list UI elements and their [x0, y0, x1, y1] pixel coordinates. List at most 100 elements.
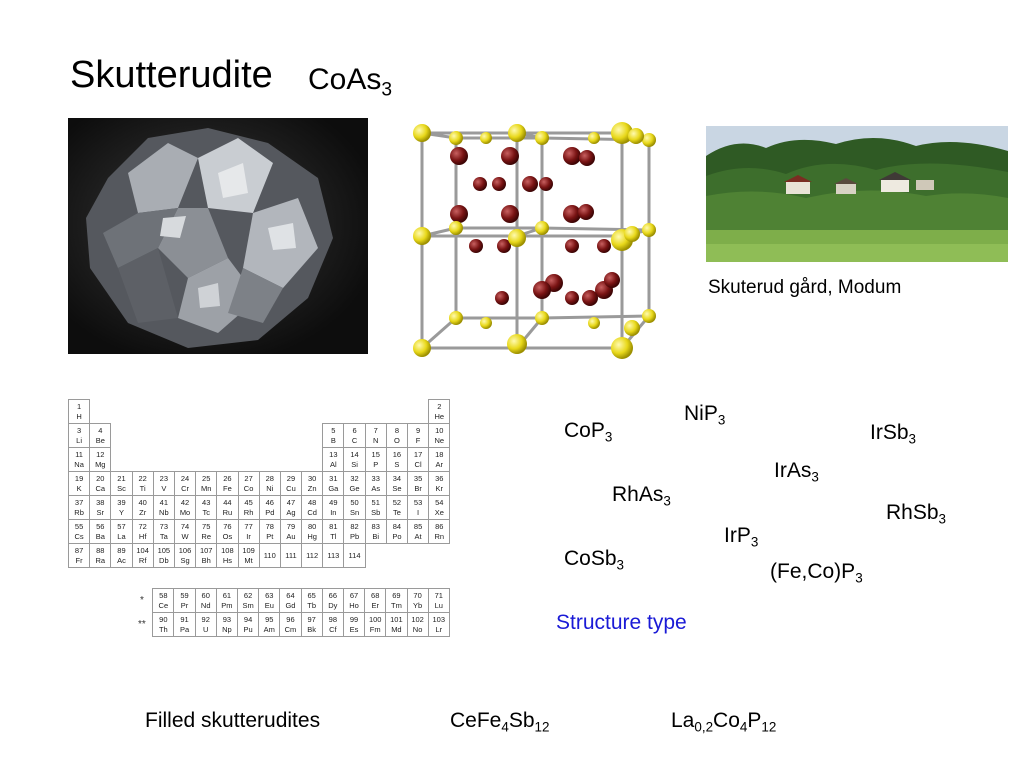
atomic-number: 64	[286, 590, 295, 600]
empty-cell	[386, 400, 407, 424]
element-cell: 110	[258, 543, 281, 568]
atomic-number: 86	[435, 521, 444, 531]
atomic-number: 21	[117, 473, 126, 483]
atomic-number: 34	[392, 473, 402, 483]
atomic-number: 75	[202, 521, 211, 531]
element-symbol: Cd	[307, 507, 317, 517]
element-symbol: Ga	[328, 483, 339, 493]
atomic-number: 14	[350, 449, 359, 459]
element-symbol: Gd	[285, 600, 296, 610]
atomic-number: 2	[437, 401, 442, 411]
element-symbol: Al	[330, 459, 337, 469]
series-marker: *	[139, 595, 144, 606]
atomic-number: 114	[348, 550, 361, 560]
element-symbol: Ce	[158, 600, 169, 610]
formula-la-co4p12: La0,2Co4P12	[671, 708, 776, 734]
atomic-number: 19	[74, 473, 84, 483]
empty-cell	[408, 400, 429, 424]
atomic-number: 29	[286, 473, 296, 483]
series-marker: **	[138, 619, 146, 630]
element-symbol: No	[412, 624, 423, 634]
element-symbol: Mg	[95, 459, 106, 469]
atomic-number: 95	[265, 614, 274, 624]
element-symbol: Au	[286, 531, 296, 541]
element-symbol: S	[394, 459, 400, 469]
atomic-number: 5	[331, 425, 336, 435]
element-symbol: Ca	[95, 483, 106, 493]
element-symbol: Rf	[138, 555, 147, 565]
atomic-number: 101	[390, 614, 403, 624]
empty-cell	[196, 424, 217, 448]
element-symbol: Pm	[221, 600, 233, 610]
empty-cell	[238, 400, 259, 424]
element-symbol: Ir	[246, 531, 251, 541]
element-symbol: Sc	[117, 483, 126, 493]
empty-cell	[429, 544, 450, 568]
atomic-number: 24	[180, 473, 190, 483]
element-symbol: Mt	[244, 555, 253, 565]
empty-cell	[132, 448, 153, 472]
element-symbol: Pu	[243, 624, 253, 634]
formula-part: Co	[713, 709, 740, 732]
atomic-number: 45	[244, 497, 253, 507]
empty-cell	[89, 589, 110, 613]
compound-sub: 3	[938, 511, 947, 527]
atomic-number: 52	[392, 497, 402, 507]
atomic-number: 68	[371, 590, 380, 600]
atomic-number: 1	[77, 401, 82, 411]
compound-nip3: NiP3	[684, 401, 725, 427]
compound-sub: 3	[908, 431, 916, 447]
element-symbol: Cu	[286, 483, 296, 493]
element-symbol: He	[434, 411, 445, 421]
atomic-number: 35	[413, 473, 423, 483]
element-symbol: Cf	[329, 624, 337, 634]
empty-cell	[217, 448, 238, 472]
element-symbol: O	[393, 435, 400, 445]
atomic-number: 17	[413, 449, 423, 459]
element-symbol: Th	[158, 624, 168, 634]
element-symbol: La	[117, 531, 126, 541]
element-symbol: Nd	[200, 600, 211, 610]
formula-part: CeFe	[450, 709, 502, 732]
element-symbol: Ta	[159, 531, 168, 541]
atomic-number: 61	[222, 590, 232, 600]
atomic-number: 62	[243, 590, 253, 600]
compound-base: IrSb	[870, 421, 909, 444]
element-symbol: Ti	[139, 483, 146, 493]
element-symbol: Cm	[284, 624, 297, 634]
compound-sub: 3	[811, 469, 819, 485]
atomic-number: 67	[349, 590, 359, 600]
crystal-structure-model	[413, 122, 656, 359]
empty-cell	[196, 448, 217, 472]
